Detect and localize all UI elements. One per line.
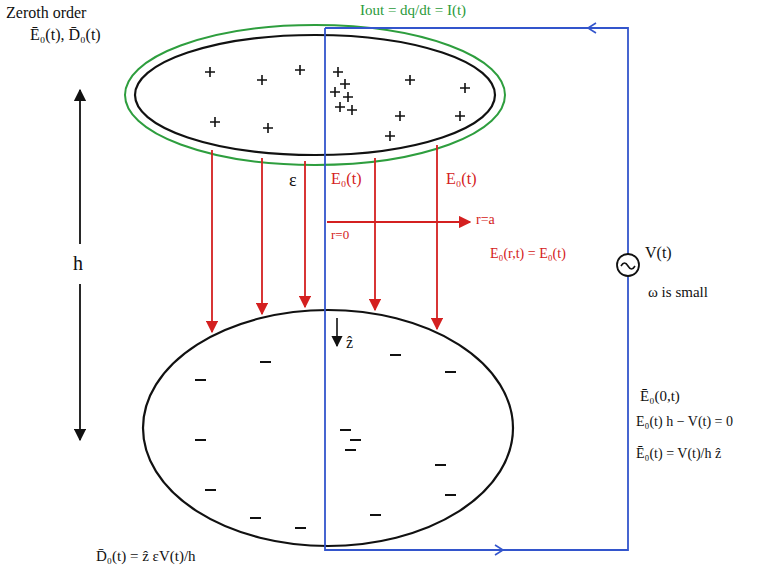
height-arrow [79, 90, 81, 244]
permittivity-symbol: ε [289, 170, 297, 191]
field-symbols: Ē₀(t), D̄₀(t) [30, 26, 101, 44]
field-arrow [374, 158, 376, 310]
radius-label: r=a [476, 212, 495, 228]
field-label: E₀(t) [446, 170, 476, 188]
equation: Ē₀(t) = V(t)/h ẑ [636, 446, 721, 462]
radius-label: r=0 [331, 228, 349, 243]
equation: E₀(t) h − V(t) = 0 [636, 414, 733, 430]
field-arrow [261, 158, 263, 314]
source-label: V(t) [645, 244, 672, 262]
z-direction-arrow [336, 318, 338, 346]
field-label: E₀(t) [331, 170, 361, 188]
heading: Zeroth order [6, 4, 86, 22]
current-arrow [588, 23, 596, 33]
equation: D̄₀(t) = ẑ εV(t)/h [96, 548, 196, 565]
radius-axis [327, 221, 470, 223]
top-plate [135, 35, 495, 155]
bottom-plate [143, 310, 513, 546]
note: ω is small [648, 284, 708, 301]
ac-source-symbol [621, 263, 635, 269]
field-equation: E₀(r,t) = E₀(t) [490, 246, 566, 262]
height-arrow [79, 284, 81, 440]
gaussian-surface [125, 25, 505, 165]
ac-source [617, 254, 639, 276]
field-arrow [304, 161, 306, 307]
field-arrow [436, 145, 438, 329]
positive-charges [205, 65, 470, 141]
dimension-label: h [73, 252, 83, 275]
current-arrow [495, 545, 503, 555]
circuit-wire [325, 28, 628, 550]
equation: Ē₀(0,t) [640, 388, 680, 405]
unit-vector-label: ẑ [346, 334, 353, 352]
negative-charges [195, 355, 456, 528]
current-equation: Iout = dq/dt = I(t) [360, 2, 466, 19]
field-arrow [211, 150, 213, 332]
